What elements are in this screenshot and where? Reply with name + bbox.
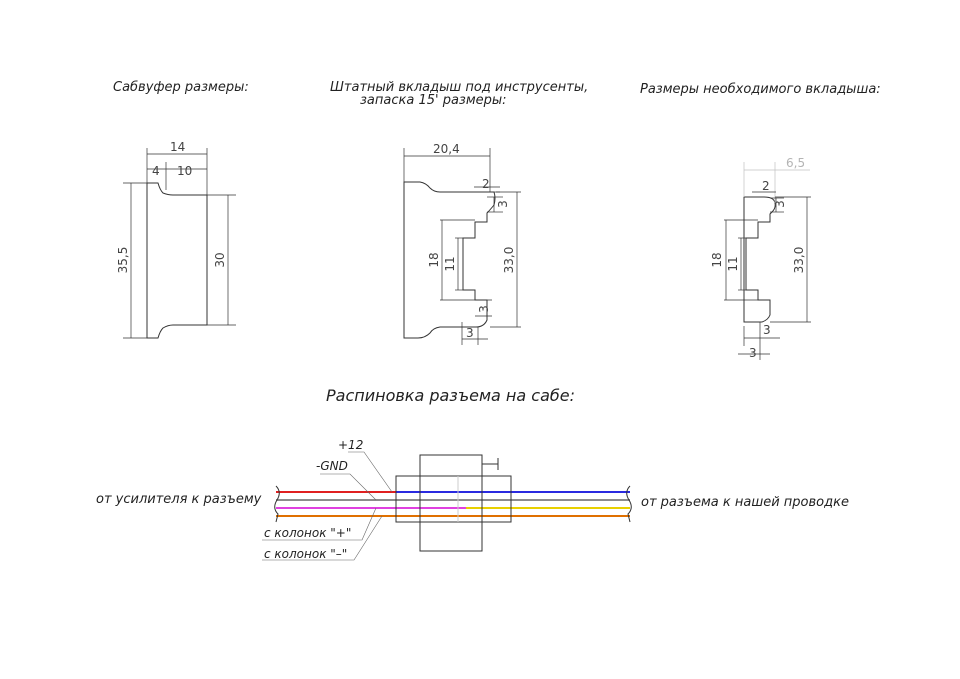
needed-insert-title: Размеры необходимого вкладыша: <box>640 82 881 97</box>
needed-step-top-label: 2 <box>762 179 770 193</box>
sub-sizes-title: Сабвуфер размеры: <box>113 80 249 95</box>
stock-step-bottom-label: 3 <box>477 305 491 313</box>
label-to-wiring: от разъема к нашей проводке <box>641 495 849 510</box>
sub-height-outer-label: 35,5 <box>116 247 130 274</box>
stock-insert-outline <box>403 181 496 339</box>
label-from-amp: от усилителя к разъему <box>96 492 262 507</box>
needed-step-bottom-label: 3 <box>763 323 771 337</box>
stock-insert-title-line2: запаска 15' размеры: <box>360 93 507 108</box>
stock-height-total-label: 33,0 <box>502 247 516 274</box>
label-gnd: -GND <box>316 459 348 473</box>
sub-width-b-label: 10 <box>177 164 192 178</box>
cable-break-left <box>274 485 280 523</box>
needed-insert-outline <box>743 196 776 323</box>
needed-height-total-label: 33,0 <box>792 247 806 274</box>
connector-housing <box>419 454 483 552</box>
needed-step-side-top-label: 3 <box>773 200 787 208</box>
leader-spk-minus <box>262 515 383 561</box>
connector-body <box>395 475 512 523</box>
label-spk-plus: с колонок "+" <box>264 526 351 540</box>
cable-break-right <box>626 485 632 523</box>
stock-height-a-label: 18 <box>427 252 441 267</box>
label-spk-minus: с колонок "–" <box>264 547 347 561</box>
pinout-diagram: +12 -GND от усилителя к разъему от разъе… <box>96 438 849 561</box>
pinout-title: Распиновка разъема на сабе: <box>326 386 575 405</box>
needed-insert-drawing: 6,5 2 3 18 11 33,0 3 3 <box>710 156 811 360</box>
stock-foot-label: 3 <box>466 326 474 340</box>
sub-profile-drawing: 14 4 10 35,5 30 <box>116 140 236 339</box>
sub-profile-outline <box>146 182 208 339</box>
leader-gnd <box>320 473 377 501</box>
stock-insert-title-line1: Штатный вкладыш под инструсенты, <box>330 80 588 95</box>
leader-p12 <box>348 451 393 493</box>
stock-height-b-label: 11 <box>443 256 457 271</box>
needed-foot-label: 3 <box>749 346 757 360</box>
needed-height-b-label: 11 <box>726 256 740 271</box>
label-p12: +12 <box>338 438 363 452</box>
needed-width-label: 6,5 <box>786 156 805 170</box>
stock-step-top-label: 2 <box>482 177 490 191</box>
sub-height-inner-label: 30 <box>213 252 227 267</box>
stock-insert-drawing: 20,4 2 3 18 11 33,0 3 3 <box>403 142 521 345</box>
stock-width-label: 20,4 <box>433 142 460 156</box>
leader-spk-plus <box>262 507 377 541</box>
stock-step-side-top-label: 3 <box>496 200 510 208</box>
needed-height-a-label: 18 <box>710 252 724 267</box>
sub-width-total-label: 14 <box>170 140 185 154</box>
sub-width-a-label: 4 <box>152 164 160 178</box>
